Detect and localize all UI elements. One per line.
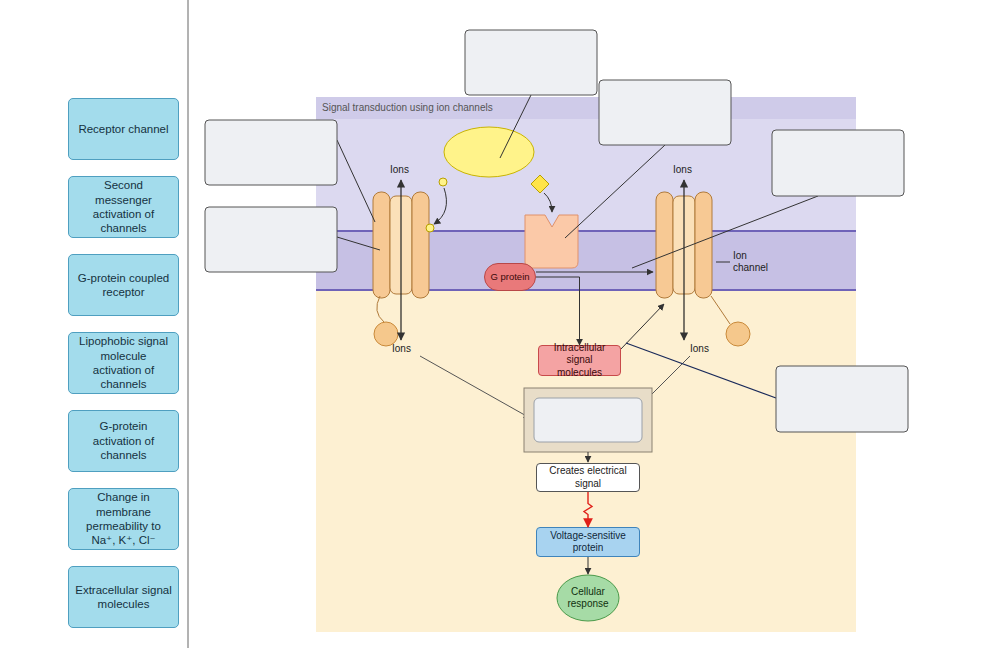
leader-line xyxy=(716,262,730,263)
ligand-diamond xyxy=(531,175,549,193)
text-label: Ions xyxy=(392,343,422,355)
flow-arrow xyxy=(536,277,580,345)
activation-arrow xyxy=(536,272,653,273)
process-box: Voltage-sensitive protein xyxy=(536,527,640,557)
node-text: Cellular response xyxy=(560,586,616,611)
node-text: Voltage-sensitive protein xyxy=(541,530,635,555)
node-text: Second messenger activation of channels xyxy=(75,178,172,236)
text-label: Ions xyxy=(673,164,703,176)
node-text: Creates electrical signal xyxy=(541,465,635,490)
node-text: Extracellular signal molecules xyxy=(75,583,172,612)
panel-title: Signal transduction using ion channels xyxy=(322,102,493,113)
node-text: G-protein activation of channels xyxy=(75,419,172,462)
g-protein-blob: G protein xyxy=(484,263,536,291)
answer-box: Second messenger activation of channels xyxy=(68,176,179,238)
answer-box: Extracellular signal molecules xyxy=(68,566,179,628)
answer-box: G-protein activation of channels xyxy=(68,410,179,472)
text-label: Ions xyxy=(690,343,720,355)
leader-line xyxy=(337,140,375,222)
drop-target xyxy=(772,130,904,196)
node-text: Intracellular signal molecules xyxy=(543,342,616,380)
node-text: G protein xyxy=(490,271,529,283)
drop-frame xyxy=(524,388,652,452)
node-text: G-protein coupled receptor xyxy=(75,271,172,300)
ligand-circle xyxy=(439,178,447,186)
answer-box: Change in membrane permeability to Na⁺, … xyxy=(68,488,179,550)
ion-flow-arrow xyxy=(400,180,401,340)
leader-line xyxy=(632,196,818,268)
binding-arrow xyxy=(434,188,446,224)
node-text: Receptor channel xyxy=(78,122,168,136)
drop-target xyxy=(776,366,908,432)
process-box: Creates electrical signal xyxy=(536,463,640,492)
leader-line xyxy=(337,237,380,250)
result-oval: Cellular response xyxy=(556,574,620,622)
drop-target xyxy=(599,80,731,145)
ion-channel xyxy=(373,192,434,346)
drop-target xyxy=(465,30,597,95)
flow-arrow xyxy=(588,557,589,574)
oval-shape xyxy=(557,575,619,621)
answer-box: Receptor channel xyxy=(68,98,179,160)
binding-arrow xyxy=(544,193,552,212)
drop-target xyxy=(205,207,337,272)
drop-target xyxy=(205,120,337,185)
text-label: Ion channel xyxy=(733,250,781,273)
ion-arrow xyxy=(420,356,530,418)
ion-flow-arrow xyxy=(683,180,684,340)
node-text: Lipophobic signal molecule activation of… xyxy=(75,334,172,392)
title-band xyxy=(316,97,856,119)
leader-line xyxy=(565,145,665,238)
node-text: Change in membrane permeability to Na⁺, … xyxy=(75,490,172,548)
drop-target xyxy=(534,398,642,442)
signal-arrow xyxy=(584,492,592,527)
text-label: Ions xyxy=(390,164,420,176)
receptor-shape xyxy=(525,215,578,268)
process-box: Intracellular signal molecules xyxy=(538,345,621,376)
answer-box: Lipophobic signal molecule activation of… xyxy=(68,332,179,394)
flow-arrow xyxy=(588,452,589,462)
ion-arrow xyxy=(646,356,690,400)
leader-line xyxy=(626,343,776,398)
column-divider xyxy=(188,0,189,648)
answer-box: G-protein coupled receptor xyxy=(68,254,179,316)
signal-ellipse xyxy=(444,127,534,177)
leader-line xyxy=(500,95,531,158)
